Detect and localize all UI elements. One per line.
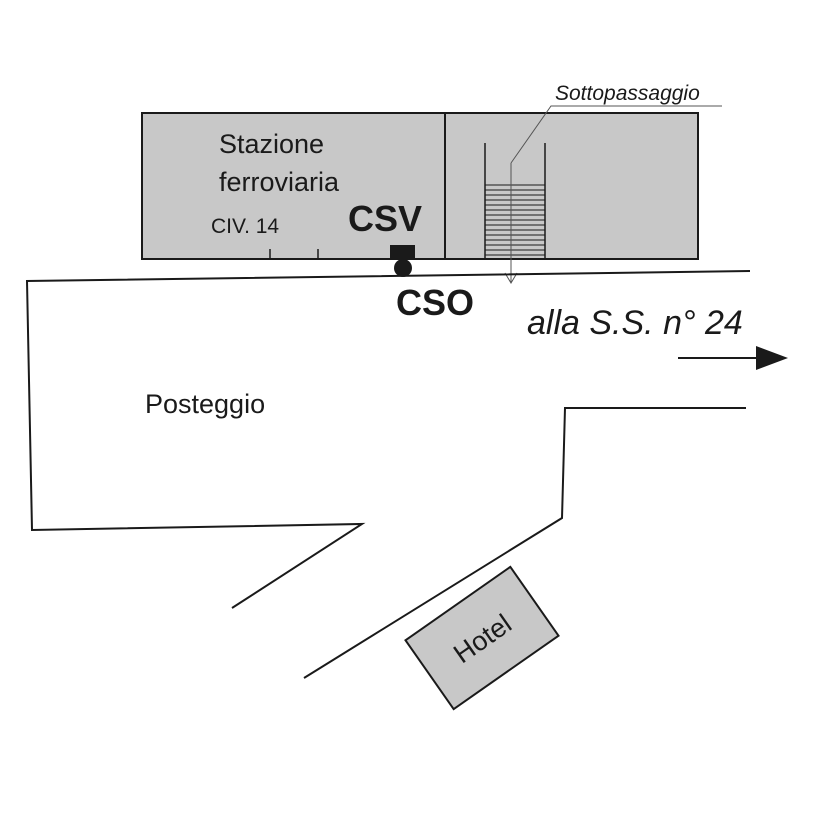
direction-label: alla S.S. n° 24	[527, 304, 743, 342]
csv-cso-marker	[390, 245, 415, 277]
stair-steps	[485, 184, 545, 256]
direction-arrow	[678, 346, 788, 370]
parking-outline	[25, 270, 751, 609]
cso-label: CSO	[396, 282, 474, 323]
csv-square-marker	[390, 245, 415, 260]
parking-label: Posteggio	[145, 389, 265, 419]
road-outline	[25, 270, 751, 679]
road-lower-edge	[303, 407, 746, 679]
cso-dot-marker	[394, 259, 412, 277]
hotel-building: Hotel	[404, 565, 560, 711]
underpass-leader-line	[510, 105, 722, 164]
station-label-line1: Stazione	[219, 129, 324, 159]
underpass-stairs	[484, 105, 722, 284]
civic-number-label: CIV. 14	[211, 215, 279, 238]
hotel-block	[404, 565, 560, 711]
station-building	[141, 112, 699, 260]
underpass-label: Sottopassaggio	[555, 82, 700, 105]
station-label-line2: ferroviaria	[219, 167, 340, 197]
station-block	[141, 112, 699, 260]
underpass-arrowhead	[504, 272, 518, 284]
csv-label: CSV	[348, 198, 422, 239]
arrow-head	[756, 346, 788, 370]
